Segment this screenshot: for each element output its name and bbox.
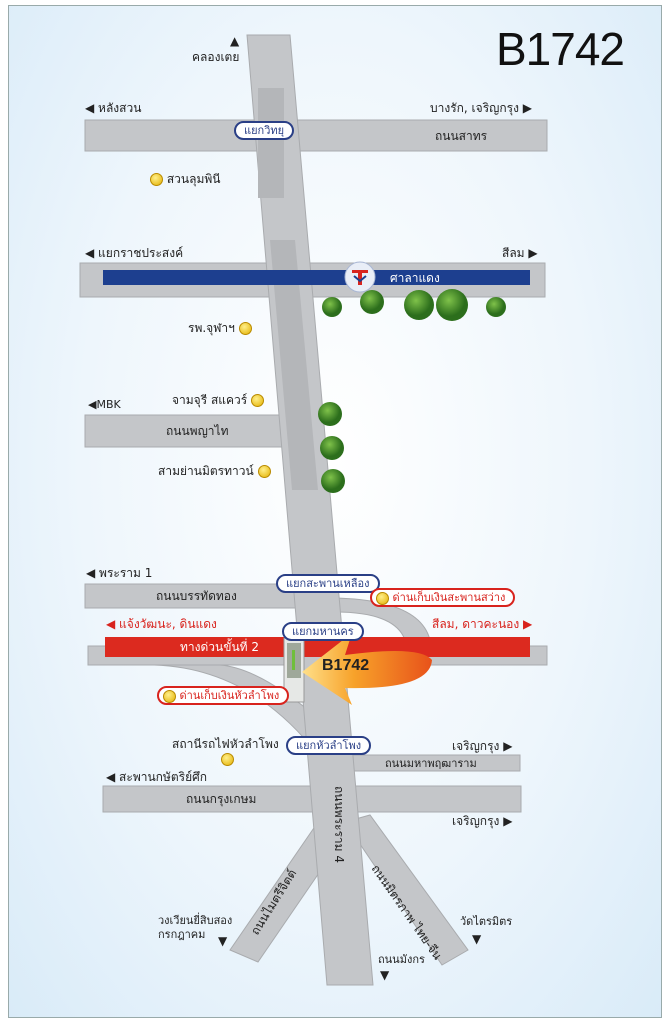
road-label-expressway: ทางด่วนขั้นที่ 2 [180,640,260,654]
landmark-lumphini: สวนลุมพินี [150,172,220,186]
direction-wat-traimit: วัดไตรมิตร [460,915,513,928]
tree-icon [360,290,384,314]
road-label-krung-kasem: ถนนกรุงเกษม [186,792,257,806]
direction-charoen-krung-1: เจริญกรุง ▶ [452,739,513,753]
intersection-witthayu: แยกวิทยุ [234,121,295,140]
location-dot-icon [376,591,389,605]
intersection-hua-lamphong: แยกหัวลำโพง [286,736,372,755]
direction-silom-daokanong: สีลม, ดาวคะนอง ▶ [432,617,533,631]
bts-line [103,270,530,285]
location-dot-icon [251,394,265,407]
trees [318,289,506,493]
road-label-maha-phruttharam: ถนนมหาพฤฒาราม [385,757,477,770]
location-dot-icon [163,689,176,703]
intersection-saphan-lueang: แยกสะพานเหลือง [276,574,380,593]
road-sathorn [84,119,548,152]
landmark-hua-lamphong-station: สถานีรถไฟหัวลำโพง [172,737,279,751]
arrow-property-code: B1742 [322,657,370,674]
building-icon [283,637,305,703]
arrow-up-icon: ▲ [230,34,240,48]
direction-mbk: ◀MBK [88,398,121,411]
expressway-bar [105,637,530,657]
tree-icon [486,297,506,317]
location-dot-icon [238,322,252,335]
direction-bang-rak: บางรัก, เจริญกรุง ▶ [430,101,532,115]
road-mittraphap [344,814,469,966]
arrow-down-right-icon: ▼ [472,932,482,946]
property-code-title: B1742 [496,23,625,75]
arrow-left-icon: ◀ [86,566,100,580]
tree-icon [318,402,342,426]
location-arrow [302,633,432,705]
arrow-right-icon: ▶ [519,617,533,631]
arrow-right-icon: ▶ [499,739,513,753]
location-dot-icon [221,753,234,766]
arrow-left-icon: ◀ [106,770,120,784]
landmark-chamchuri: จามจุรี สแควร์ [172,393,265,407]
tree-icon [322,297,342,317]
road-label-rama4: ถนนพระราม 4 [332,786,346,864]
direction-chaeng-wattana: ◀ แจ้งวัฒนะ, ดินแดง [106,617,217,631]
tree-icon [436,289,468,321]
location-dot-icon [257,465,271,478]
arrow-left-icon: ◀ [106,617,120,631]
arrow-left-icon: ◀ [85,101,99,115]
arrow-right-icon: ▶ [524,246,538,260]
flyover-1 [258,88,284,198]
direction-charoen-krung-2: เจริญกรุง ▶ [452,814,513,828]
road-label-phaya-thai: ถนนพญาไท [166,424,229,438]
arrow-down-left-icon: ▼ [218,934,228,948]
direction-wongwian-22: วงเวียนยี่สิบสอง กรกฎาคม [158,914,233,941]
landmark-samyan: สามย่านมิตรทาวน์ [158,464,271,478]
direction-saphan-kasat: ◀ สะพานกษัตริย์ศึก [106,770,207,784]
tollgate-hua-lamphong: ด่านเก็บเงินหัวลำโพง [157,686,290,705]
landmark-chulalongkorn: รพ.จุฬาฯ [188,321,252,335]
intersection-mahanakhon: แยกมหานคร [282,622,364,641]
tree-icon [404,290,434,320]
arrow-down-icon: ▼ [380,968,390,982]
direction-ratchaprasong: ◀ แยกราชประสงค์ [85,246,184,260]
direction-silom: สีลม ▶ [502,246,538,260]
arrow-left-icon: ◀ [88,398,97,411]
road-label-banthat-thong: ถนนบรรทัดทอง [156,589,237,603]
tollgate-saphan-sawang: ด่านเก็บเงินสะพานสว่าง [370,588,516,607]
location-dot-icon [150,173,163,186]
direction-khlong-toei: ▲คลองเตย [192,34,240,64]
arrow-right-icon: ▶ [518,101,532,115]
bts-station-label: ศาลาแดง [390,271,440,285]
direction-rama1: ◀ พระราม 1 [86,566,153,580]
tree-icon [321,469,345,493]
direction-lang-suan: ◀ หลังสวน [85,101,142,115]
direction-mangkon: ถนนมังกร [378,953,425,966]
arrow-left-icon: ◀ [85,246,99,260]
road-label-sathorn: ถนนสาทร [435,129,488,143]
tree-icon [320,436,344,460]
bts-station-icon [344,261,376,293]
flyover-2 [270,240,318,490]
arrow-right-icon: ▶ [499,814,513,828]
